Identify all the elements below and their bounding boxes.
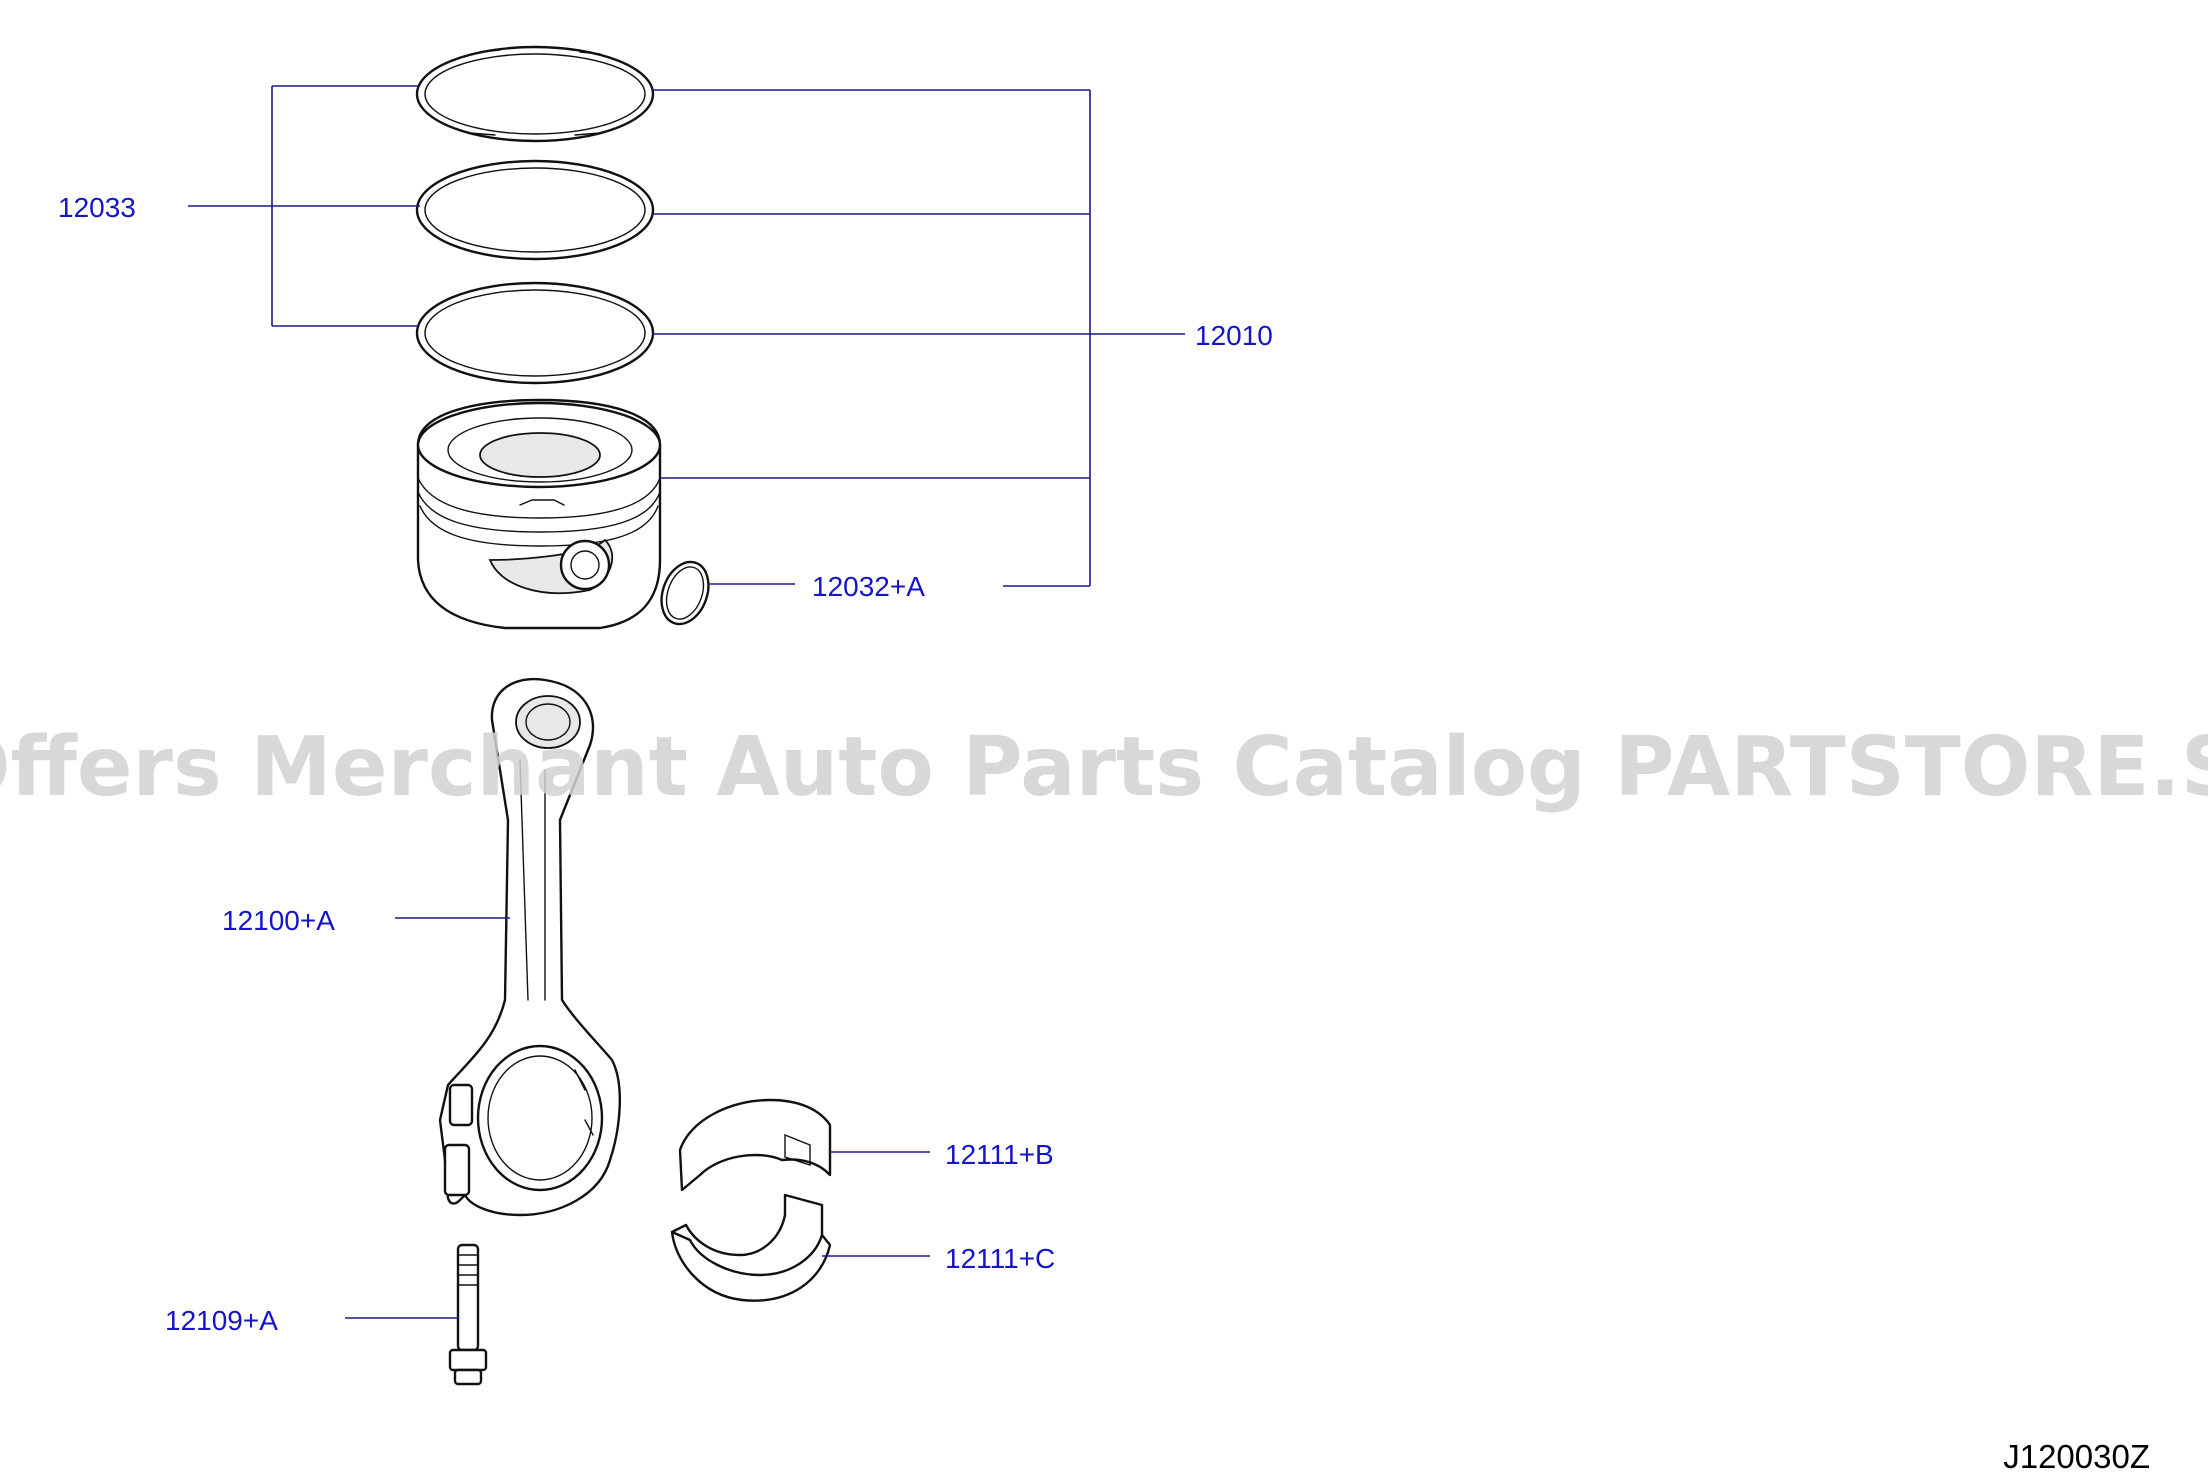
piston: [416, 398, 662, 630]
piston-ring-second: [415, 159, 655, 261]
bearing-lower: [670, 1193, 832, 1302]
leader-12033: [188, 85, 420, 327]
callout-12033[interactable]: 12033: [58, 192, 136, 223]
snap-ring: [660, 560, 710, 626]
callout-12111C[interactable]: 12111+C: [945, 1243, 1055, 1274]
watermark-text: Offers Merchant Auto Parts Catalog PARTS…: [0, 720, 2208, 815]
callout-12010[interactable]: 12010: [1195, 320, 1273, 351]
connecting-rod-bolt: [448, 1243, 488, 1386]
callout-12100A[interactable]: 12100+A: [222, 905, 335, 936]
piston-ring-top: [415, 45, 655, 143]
callout-12032A[interactable]: 12032+A: [812, 571, 925, 602]
callout-12109A[interactable]: 12109+A: [165, 1305, 278, 1336]
bearing-upper: [678, 1098, 832, 1192]
leader-12010: [652, 89, 1185, 587]
callout-12111B[interactable]: 12111+B: [945, 1139, 1054, 1170]
piston-ring-oil: [415, 281, 655, 385]
connecting-rod: [438, 677, 621, 1217]
diagram-code: J120030Z: [2003, 1438, 2150, 1475]
